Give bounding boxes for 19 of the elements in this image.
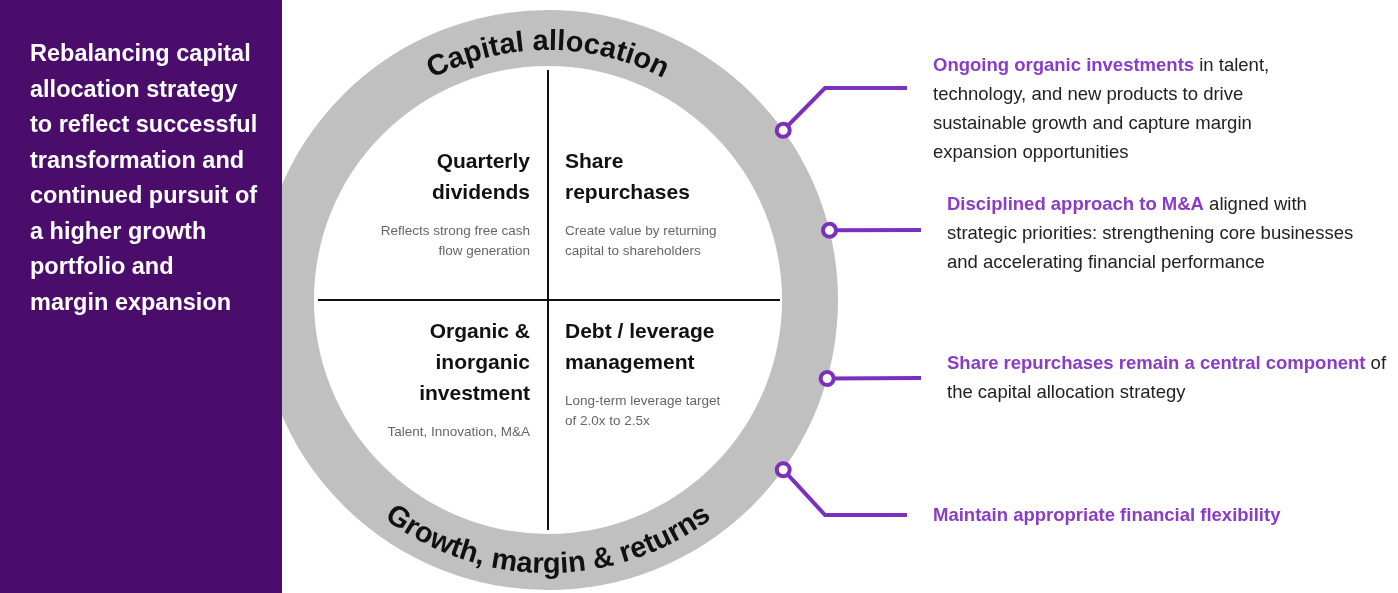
leader-line: [774, 461, 907, 517]
side-panel: [0, 0, 282, 593]
quadrant-description: Talent, Innovation, M&A: [386, 423, 530, 441]
quadrant-description: Long-term leverage target of 2.0x to 2.5x: [565, 392, 722, 430]
leader-line: [821, 221, 921, 239]
panel-text: Rebalancing capital allocation strategy to reflect successful transformation and continued pursuit of a higher growth portfolio and margin expansion: [30, 39, 258, 317]
quadrant-description: Create value by returning capital to shareholders: [565, 222, 718, 260]
quadrant-heading: Quarterly dividends: [430, 148, 530, 205]
callout-text: Disciplined approach to M&A aligned with strategic priorities: strengthening core businesses and accelerating financial performance: [947, 192, 1355, 274]
callout-text: Share repurchases remain a central component of the capital allocation strategy: [947, 351, 1388, 404]
leader-line: [818, 369, 921, 387]
quadrant-heading: Organic & inorganic investment: [418, 318, 530, 406]
quadrant-heading: Share repurchases: [565, 148, 691, 205]
quadrant-description: Reflects strong free cash flow generation: [379, 222, 530, 260]
callout-text: Maintain appropriate financial flexibility: [933, 503, 1282, 527]
callout-text: Ongoing organic investments in talent, technology, and new products to drive sustainable growth and capture margin expansion opportunities: [933, 53, 1271, 164]
ring-label: Capital allocation: [421, 23, 675, 84]
quadrant-heading: Debt / leverage management: [565, 318, 716, 375]
leader-line: [774, 86, 907, 139]
